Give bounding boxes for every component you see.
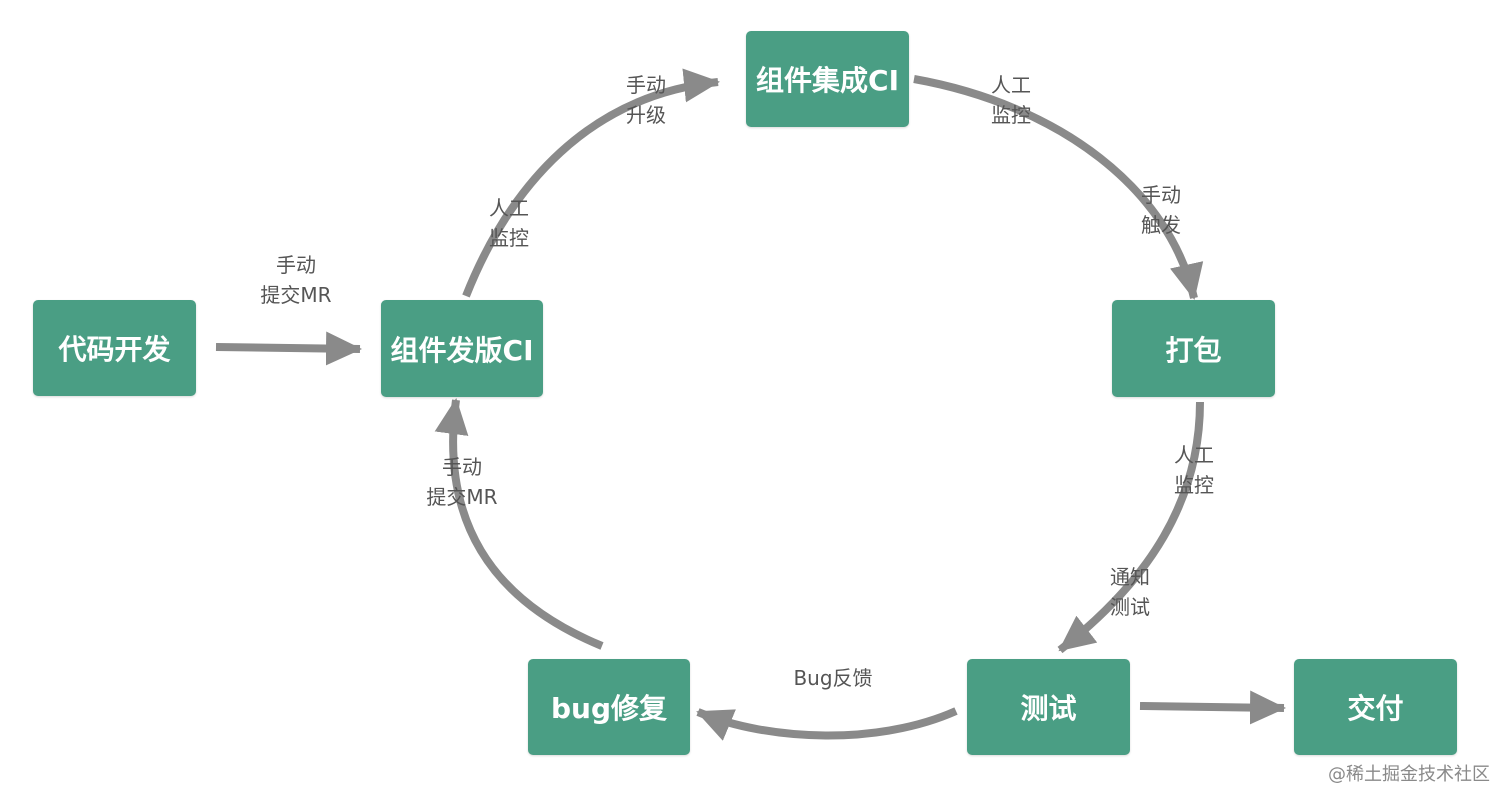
node-component-release-ci-label: 组件发版CI — [390, 333, 534, 367]
node-packaging: 打包 — [1112, 300, 1275, 397]
node-delivery-label: 交付 — [1347, 692, 1404, 725]
node-bug-fix: bug修复 — [528, 659, 690, 755]
label-bugfix-submit: 手动 提交MR — [426, 455, 498, 509]
arrow-packaging-to-testing — [1057, 401, 1204, 654]
label-integration-trigger: 手动 触发 — [1141, 183, 1181, 237]
arrow-release-to-integration — [462, 68, 720, 298]
label-release-monitor: 人工 监控 — [489, 196, 529, 250]
label-release-upgrade: 手动 升级 — [626, 73, 666, 127]
label-bug-feedback: Bug反馈 — [793, 666, 873, 690]
arrow-integration-to-packaging — [913, 75, 1204, 300]
arrow-testing-to-bugfix — [696, 707, 958, 741]
node-testing-label: 测试 — [1020, 692, 1077, 725]
arrow-testing-to-delivery — [1139, 690, 1286, 725]
watermark-text: @稀土掘金技术社区 — [1328, 764, 1490, 785]
node-code-dev-label: 代码开发 — [58, 333, 171, 366]
node-component-release-ci: 组件发版CI — [381, 300, 543, 397]
node-component-integration-ci-label: 组件集成CI — [756, 64, 899, 97]
node-component-integration-ci: 组件集成CI — [746, 31, 909, 127]
label-dev-to-release: 手动 提交MR — [260, 253, 332, 307]
node-packaging-label: 打包 — [1165, 333, 1222, 367]
label-notify-test: 通知 测试 — [1110, 565, 1150, 619]
node-bug-fix-label: bug修复 — [550, 692, 668, 725]
node-delivery: 交付 — [1294, 659, 1457, 755]
node-testing: 测试 — [967, 659, 1130, 755]
arrow-bugfix-to-release — [434, 398, 604, 650]
node-code-dev: 代码开发 — [33, 300, 196, 396]
label-packaging-monitor: 人工 监控 — [1174, 443, 1214, 497]
label-integration-monitor: 人工 监控 — [991, 73, 1031, 127]
arrow-dev-to-release — [215, 331, 362, 366]
